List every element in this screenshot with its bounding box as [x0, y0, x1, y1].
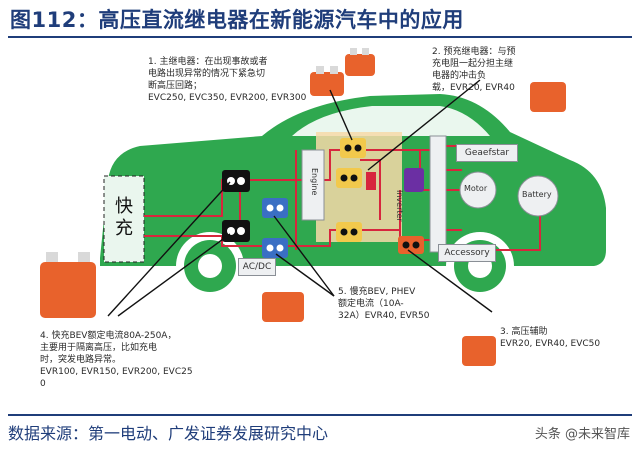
note-line: EVR100, EVR150, EVR200, EVC25: [40, 367, 193, 377]
note-line: EVC250, EVC350, EVR200, EVR300: [148, 93, 307, 103]
battery-label: Battery: [522, 190, 552, 199]
page-title: 图112：高压直流继电器在新能源汽车中的应用: [10, 8, 464, 32]
main-relay-bottom: [336, 222, 362, 242]
fast-charge-relay-bottom: [222, 220, 250, 242]
precharge-relay-photo: [530, 82, 566, 112]
note-line: 充电阻一起分担主继: [432, 59, 514, 69]
relay-product-images: [40, 48, 566, 366]
aux-relay-accessory: [398, 236, 424, 254]
note-line: 电路出现异常的情况下紧急切: [148, 69, 266, 79]
fast-charge-label: 快充: [115, 196, 133, 239]
accessory-label: Accessory: [438, 244, 496, 262]
leader-lines: [107, 79, 493, 317]
relay-symbols: [222, 138, 424, 258]
acdc-label: AC/DC: [238, 258, 276, 276]
inverter-box: [429, 135, 447, 253]
note-line: 5. 慢充BEV, PHEV: [338, 287, 416, 297]
engine-block: [301, 149, 325, 221]
note-line: 断高压回路；: [148, 81, 203, 91]
car-window: [292, 106, 490, 136]
precharge-resistor: [366, 172, 376, 190]
watermark: 头条 @未来智库: [534, 427, 630, 442]
note-main-relay: 1. 主继电器：在出现事故或者 电路出现异常的情况下紧急切 断高压回路； EVC…: [148, 56, 306, 104]
hv-aux-relay-photo: [462, 336, 496, 366]
fast-charge-relay-photo: [40, 262, 96, 318]
note-line: 载，EVR20, EVR40: [432, 83, 515, 93]
note-line: 4. 快充BEV额定电流80A-250A，: [40, 331, 177, 341]
fast-charge-relay-top: [222, 170, 250, 192]
slow-charge-relay-bottom: [262, 238, 288, 258]
main-relay-mid: [336, 168, 362, 188]
note-line: 2. 预充继电器：与预: [432, 47, 516, 57]
note-fast-charge: 4. 快充BEV额定电流80A-250A， 主要用于隔离高压，比如充电 时，突发…: [40, 330, 193, 390]
motor: [459, 171, 497, 209]
ev-relay-diagram: [40, 48, 606, 366]
note-line: EVR20, EVR40, EVC50: [500, 339, 601, 349]
note-line: 1. 主继电器：在出现事故或者: [148, 57, 268, 67]
generator-label: Geaefstar: [456, 144, 518, 162]
title-bar: 图112：高压直流继电器在新能源汽车中的应用: [0, 0, 640, 40]
note-slow-charge: 5. 慢充BEV, PHEV 额定电流（10A- 32A）EVR40, EVR5…: [338, 286, 429, 322]
battery-pack: [517, 175, 559, 217]
slow-charge-relay-photo: [262, 292, 304, 322]
diagram: 1. 主继电器：在出现事故或者 电路出现异常的情况下紧急切 断高压回路； EVC…: [0, 40, 640, 412]
main-relay-photo: [310, 72, 344, 96]
note-precharge-relay: 2. 预充继电器：与预 充电阻一起分担主继 电器的冲击负 载，EVR20, EV…: [432, 46, 515, 94]
note-line: 主要用于隔离高压，比如充电: [40, 343, 158, 353]
note-line: 32A）EVR40, EVR50: [338, 311, 430, 321]
source-note: 数据来源：第一电动、广发证券发展研究中心: [8, 424, 329, 443]
motor-label: Motor: [464, 184, 488, 193]
note-line: 3. 高压辅助: [500, 327, 548, 337]
note-line: 时，突发电路异常。: [40, 355, 122, 365]
engine-label: Engine: [310, 168, 319, 196]
aux-relay-violet: [404, 168, 424, 192]
note-line: 电器的冲击负: [432, 71, 487, 81]
inverter-label: Inverter: [395, 190, 404, 222]
note-line: 0: [40, 379, 46, 389]
note-line: 额定电流（10A-: [338, 299, 404, 309]
note-hv-aux: 3. 高压辅助 EVR20, EVR40, EVC50: [500, 326, 600, 350]
title-divider: [8, 36, 632, 38]
slow-charge-relay-top: [262, 198, 288, 218]
fast-charge-port: [103, 175, 145, 263]
footer-divider: [8, 414, 632, 416]
main-relay-top: [340, 138, 366, 158]
main-relay-photo-2: [345, 54, 375, 76]
